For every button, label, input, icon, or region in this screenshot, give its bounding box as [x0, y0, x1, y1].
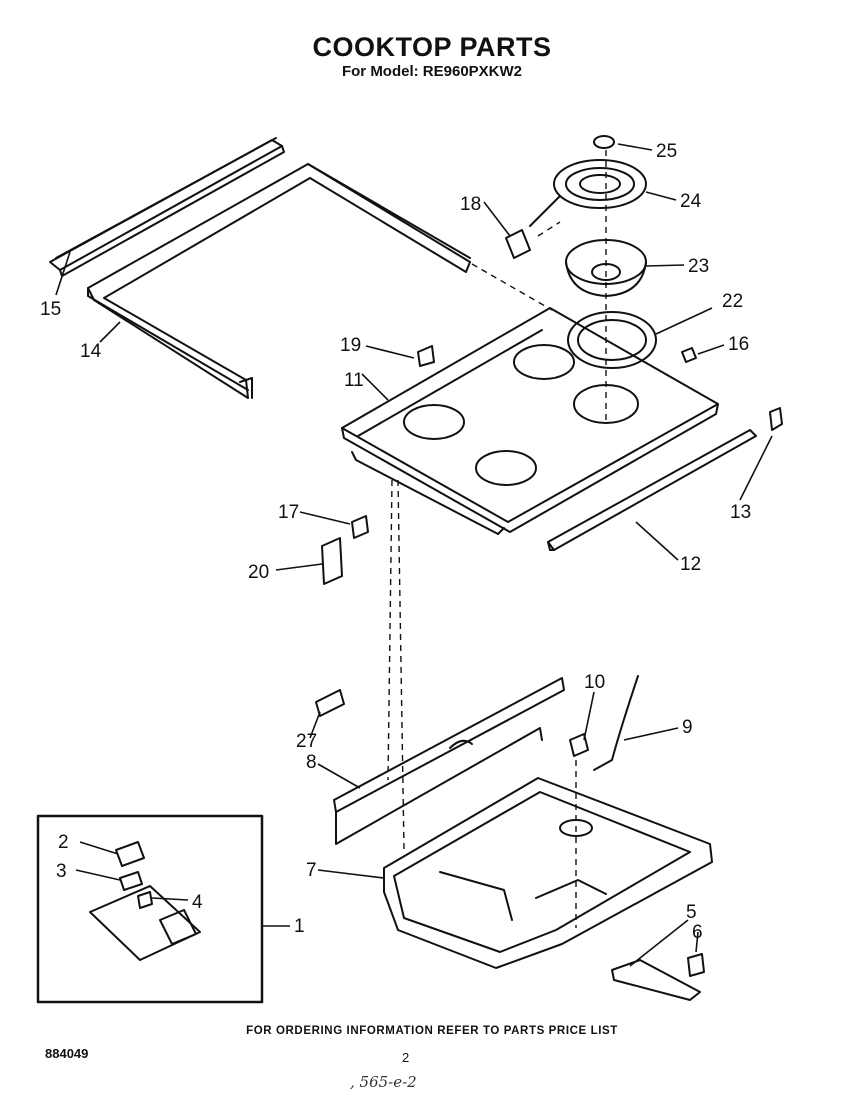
- part-front-trim-strip: [547, 429, 757, 551]
- part-cooktop-frame: [87, 163, 471, 399]
- callout-3: 3: [56, 861, 67, 882]
- callout-17: 17: [278, 502, 299, 523]
- part-27-bracket: [315, 689, 345, 717]
- part-surface-element: [529, 159, 647, 227]
- callout-24: 24: [680, 191, 702, 212]
- page-title: COOKTOP PARTS: [312, 32, 552, 62]
- handwritten-note: , 565-e-2: [350, 1073, 417, 1091]
- callout-2: 2: [58, 832, 69, 853]
- part-6-clip: [687, 953, 705, 977]
- callout-8: 8: [306, 752, 317, 773]
- callout-5: 5: [686, 902, 697, 923]
- callout-labels: 15 14 11 19 18 25 24 23 22 16 13 12 17 2…: [40, 141, 751, 943]
- callout-12: 12: [680, 554, 701, 575]
- callout-18: 18: [460, 194, 481, 215]
- part-13-clip: [769, 407, 783, 431]
- part-17-bracket: [351, 515, 369, 539]
- ordering-note: FOR ORDERING INFORMATION REFER TO PARTS …: [246, 1025, 618, 1037]
- callout-22: 22: [722, 291, 743, 312]
- callout-4: 4: [192, 892, 203, 913]
- part-switch-assembly: [89, 885, 201, 961]
- callout-19: 19: [340, 335, 361, 356]
- callout-10: 10: [584, 672, 605, 693]
- part-main-cooktop: [341, 307, 719, 535]
- callout-23: 23: [688, 256, 709, 277]
- part-receptacle: [505, 229, 531, 259]
- callout-13: 13: [730, 502, 751, 523]
- leader-lines: [55, 143, 773, 967]
- part-front-panel: [333, 677, 565, 845]
- callout-1: 1: [294, 916, 305, 937]
- callout-25: 25: [656, 141, 677, 162]
- inset-switch-assembly-box: [36, 814, 264, 1004]
- part-rear-trim-strip: [49, 137, 285, 277]
- callout-16: 16: [728, 334, 749, 355]
- callout-7: 7: [306, 860, 317, 881]
- part-knob: [593, 135, 615, 149]
- part-10-clip: [569, 733, 589, 757]
- assembly-lines: [387, 150, 607, 928]
- page-number: 2: [402, 1050, 410, 1065]
- part-19-clip: [417, 345, 435, 367]
- part-cooktop-pan: [383, 777, 713, 969]
- callout-27: 27: [296, 731, 317, 752]
- callout-15: 15: [40, 299, 61, 320]
- part-4-clip: [137, 891, 153, 909]
- callout-11: 11: [344, 370, 364, 391]
- part-3-plate: [119, 871, 143, 891]
- part-20-bracket: [321, 537, 343, 585]
- callout-20: 20: [248, 562, 269, 583]
- part-wire: [593, 675, 639, 771]
- document-number: 884049: [45, 1046, 89, 1061]
- part-2-switch: [115, 841, 145, 867]
- callout-14: 14: [80, 341, 102, 362]
- callout-6: 6: [692, 922, 703, 943]
- callout-9: 9: [682, 717, 693, 738]
- model-subtitle: For Model: RE960PXKW2: [341, 63, 523, 80]
- part-16-clip: [681, 347, 697, 363]
- part-trim-ring: [567, 311, 657, 369]
- part-5-bracket: [611, 959, 701, 1001]
